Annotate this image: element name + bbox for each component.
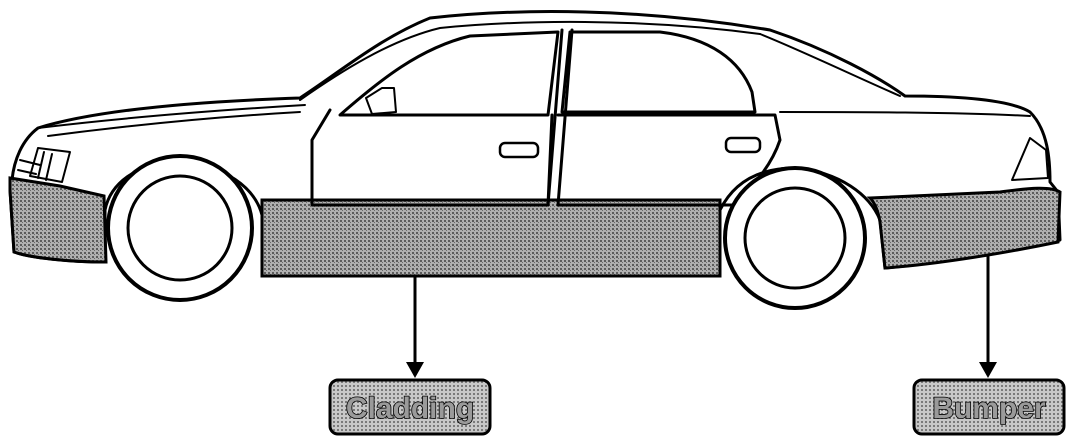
hood-lines [37,104,306,137]
cladding-panel [260,198,722,278]
cladding-label-text: Cladding [346,392,474,425]
front-door-handle [498,141,540,159]
side-mirror [365,87,397,115]
rear-wheel [723,166,867,310]
headlight [29,147,71,183]
front-bumper [8,176,108,264]
rear-window [560,30,757,114]
windshield [299,20,761,101]
front-window [338,30,560,117]
bumper-label: Bumper [912,378,1066,436]
bumper-label-text: Bumper [932,392,1046,425]
bumper-arrow [979,255,997,378]
cladding-arrow [406,276,424,378]
trunk-line [779,111,1031,117]
front-door [310,108,554,207]
grille-lines [17,151,53,181]
front-wheel [106,154,254,302]
c-pillar-line [759,33,901,97]
rear-door-handle [724,136,762,154]
rear-bumper [866,186,1062,270]
tail-light [1011,137,1049,181]
cladding-label: Cladding [328,378,492,436]
